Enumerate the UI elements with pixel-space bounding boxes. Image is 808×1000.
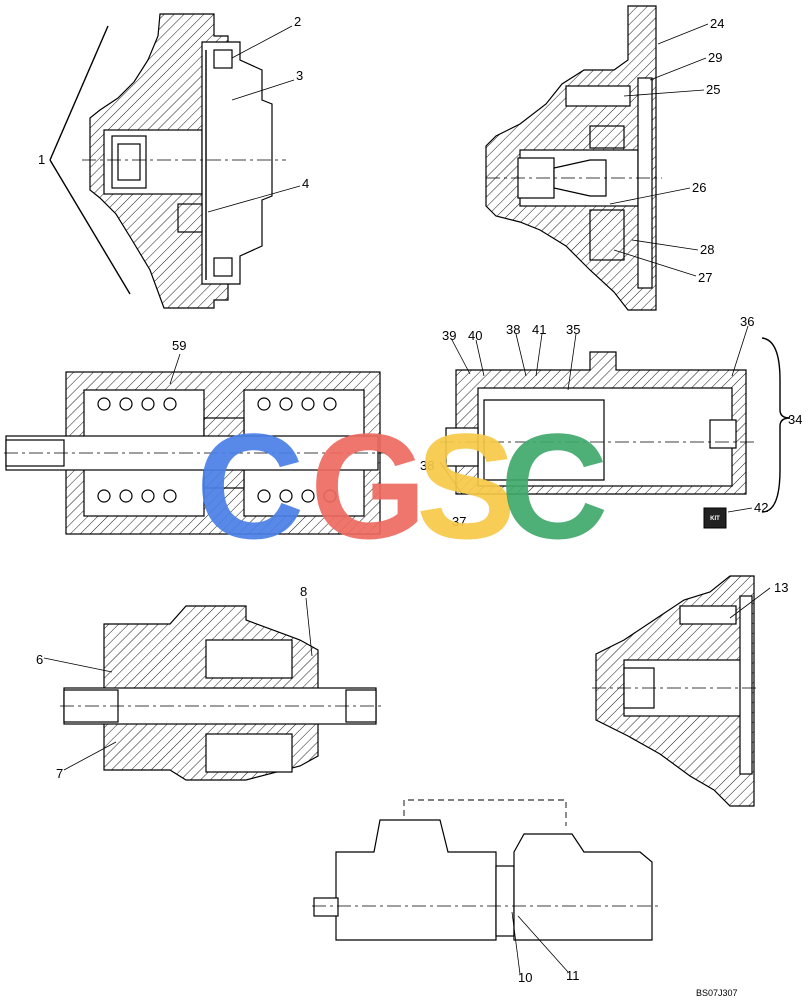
callout-4: 4	[302, 176, 309, 191]
callout-13: 13	[774, 580, 788, 595]
callout-7: 7	[56, 766, 63, 781]
callout-39: 39	[442, 328, 456, 343]
view-spool-assembly	[4, 353, 386, 535]
watermark-letter-4: C	[500, 402, 608, 570]
callout-8: 8	[300, 584, 307, 599]
view-pump-exterior	[312, 799, 660, 975]
callout-38-top: 38	[506, 322, 520, 337]
callout-10: 10	[518, 970, 532, 985]
callout-27: 27	[698, 270, 712, 285]
callout-6: 6	[36, 652, 43, 667]
bracket-34	[761, 337, 791, 513]
leaders-view-4	[439, 325, 753, 513]
watermark-letter-1: C	[196, 402, 304, 570]
callout-26: 26	[692, 180, 706, 195]
view-motor-shaft-assembly	[43, 597, 382, 781]
callout-29: 29	[708, 50, 722, 65]
watermark-letter-3: S	[416, 402, 516, 570]
callout-25: 25	[706, 82, 720, 97]
view-housing-section-top-left	[82, 13, 286, 309]
callout-59: 59	[172, 338, 186, 353]
springs	[97, 397, 337, 503]
leaders-view-1	[207, 25, 301, 213]
view-cylinder-section	[440, 351, 756, 495]
view-housing-section-right	[592, 575, 771, 807]
leaders-view-2	[609, 23, 709, 277]
callout-41: 41	[532, 322, 546, 337]
callout-40: 40	[468, 328, 482, 343]
view-housing-section-top-right	[485, 5, 662, 311]
callout-42: 42	[754, 500, 768, 515]
callout-24: 24	[710, 16, 724, 31]
bracket-1	[49, 25, 131, 295]
drawing-reference: BS07J307	[696, 988, 738, 998]
watermark-letter-2: G	[310, 402, 427, 570]
callout-11: 11	[566, 968, 580, 983]
callout-1: 1	[38, 152, 45, 167]
callout-28: 28	[700, 242, 714, 257]
callout-37: 37	[452, 514, 466, 529]
callout-2: 2	[294, 14, 301, 29]
kit-42: KIT	[703, 507, 727, 529]
callout-3: 3	[296, 68, 303, 83]
callout-38-bottom: 38	[420, 458, 434, 473]
callout-labels: 1 2 3 4 24 29 25 26 28 27 59 39 40 38 41…	[36, 14, 802, 985]
kit-label: KIT	[710, 516, 720, 522]
callout-36: 36	[740, 314, 754, 329]
callout-35: 35	[566, 322, 580, 337]
callout-34: 34	[788, 412, 802, 427]
watermark: C G S C	[196, 402, 608, 570]
